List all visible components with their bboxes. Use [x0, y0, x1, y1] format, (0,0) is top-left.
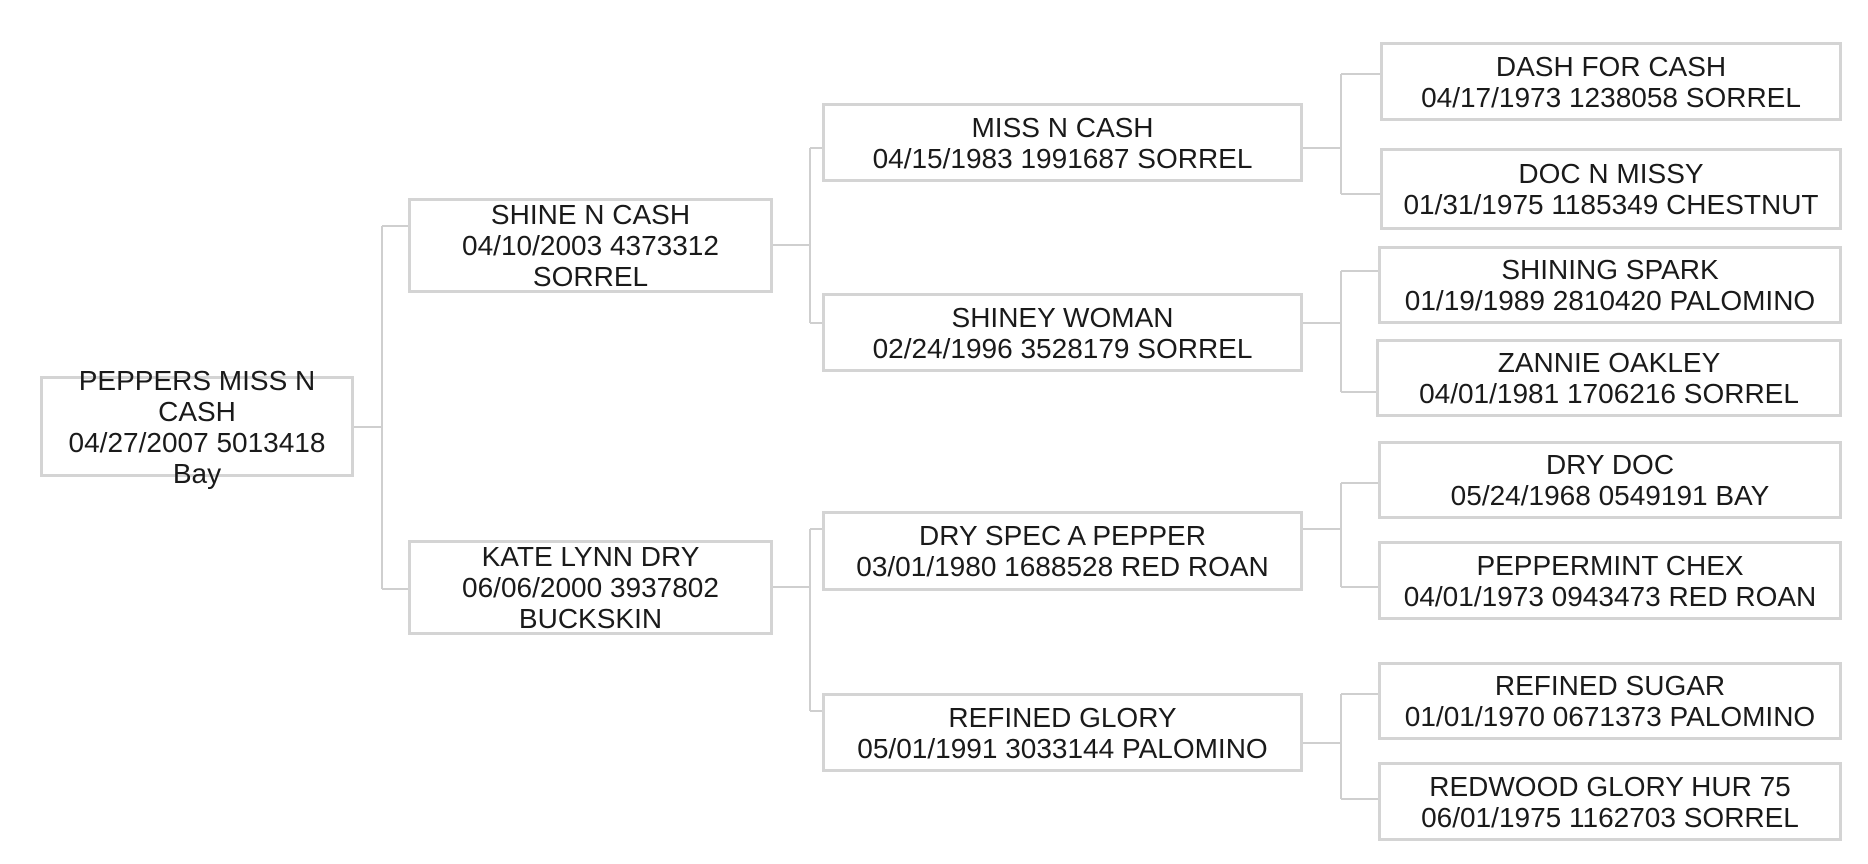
horse-details: 05/01/1991 3033144 PALOMINO	[857, 732, 1268, 764]
horse-box-sire[interactable]: SHINE N CASH 04/10/2003 4373312 SORREL	[408, 198, 773, 293]
horse-name: DOC N MISSY	[1518, 158, 1704, 189]
horse-name: DASH FOR CASH	[1495, 50, 1727, 82]
horse-details: 04/17/1973 1238058 SORREL	[1421, 81, 1801, 113]
horse-name: KATE LYNN DRY	[481, 541, 700, 572]
horse-box-sire-dam[interactable]: SHINEY WOMAN 02/24/1996 3528179 SORREL	[822, 293, 1303, 372]
horse-box-dam-sire-sire[interactable]: DRY DOC 05/24/1968 0549191 BAY	[1378, 441, 1842, 519]
horse-box-subject[interactable]: PEPPERS MISS N CASH 04/27/2007 5013418 B…	[40, 365, 354, 489]
connector-dam-dam	[1303, 693, 1378, 800]
horse-name: SHINE N CASH	[490, 199, 691, 230]
connector-sire	[773, 147, 822, 324]
horse-name: REFINED GLORY	[948, 701, 1177, 733]
horse-box-dam-sire[interactable]: DRY SPEC A PEPPER 03/01/1980 1688528 RED…	[822, 511, 1303, 591]
horse-details: 06/01/1975 1162703 SORREL	[1421, 801, 1799, 833]
horse-details: 04/27/2007 5013418 Bay	[68, 426, 326, 489]
horse-details: 01/01/1970 0671373 PALOMINO	[1404, 701, 1816, 732]
horse-details: 01/19/1989 2810420 PALOMINO	[1404, 285, 1816, 316]
connector-dam-sire	[1303, 482, 1378, 588]
horse-box-dam-dam-sire[interactable]: REFINED SUGAR 01/01/1970 0671373 PALOMIN…	[1378, 662, 1842, 740]
horse-name: PEPPERS MISS N CASH	[78, 364, 316, 427]
horse-name: PEPPERMINT CHEX	[1476, 549, 1744, 581]
horse-details: 04/01/1973 0943473 RED ROAN	[1403, 580, 1817, 612]
horse-details: 06/06/2000 3937802 BUCKSKIN	[462, 572, 719, 634]
horse-details: 04/01/1981 1706216 SORREL	[1419, 378, 1799, 409]
horse-box-sire-dam-dam[interactable]: ZANNIE OAKLEY 04/01/1981 1706216 SORREL	[1376, 339, 1842, 417]
horse-name: SHINEY WOMAN	[951, 301, 1174, 333]
horse-name: SHINING SPARK	[1501, 254, 1719, 285]
connector-sire-dam	[1303, 270, 1378, 393]
horse-box-sire-sire-sire[interactable]: DASH FOR CASH 04/17/1973 1238058 SORREL	[1380, 42, 1842, 121]
connector-subject	[354, 225, 408, 590]
horse-details: 05/24/1968 0549191 BAY	[1450, 480, 1770, 511]
horse-name: MISS N CASH	[971, 111, 1154, 143]
horse-box-dam[interactable]: KATE LYNN DRY 06/06/2000 3937802 BUCKSKI…	[408, 540, 773, 635]
connector-sire-sire	[1303, 73, 1380, 195]
horse-details: 04/15/1983 1991687 SORREL	[872, 142, 1253, 174]
horse-details: 03/01/1980 1688528 RED ROAN	[856, 551, 1269, 582]
horse-name: REDWOOD GLORY HUR 75	[1429, 770, 1791, 802]
horse-name: DRY DOC	[1545, 449, 1675, 480]
horse-box-dam-dam-dam[interactable]: REDWOOD GLORY HUR 75 06/01/1975 1162703 …	[1378, 762, 1842, 841]
connector-dam	[773, 528, 822, 712]
horse-box-sire-sire[interactable]: MISS N CASH 04/15/1983 1991687 SORREL	[822, 103, 1303, 182]
horse-name: DRY SPEC A PEPPER	[919, 520, 1206, 551]
horse-name: ZANNIE OAKLEY	[1497, 347, 1721, 378]
horse-box-dam-dam[interactable]: REFINED GLORY 05/01/1991 3033144 PALOMIN…	[822, 693, 1303, 772]
horse-details: 04/10/2003 4373312 SORREL	[462, 230, 719, 292]
horse-name: REFINED SUGAR	[1494, 670, 1726, 701]
horse-box-sire-dam-sire[interactable]: SHINING SPARK 01/19/1989 2810420 PALOMIN…	[1378, 246, 1842, 324]
horse-details: 01/31/1975 1185349 CHESTNUT	[1403, 189, 1819, 220]
horse-details: 02/24/1996 3528179 SORREL	[872, 332, 1253, 364]
horse-box-sire-sire-dam[interactable]: DOC N MISSY 01/31/1975 1185349 CHESTNUT	[1380, 148, 1842, 230]
horse-box-dam-sire-dam[interactable]: PEPPERMINT CHEX 04/01/1973 0943473 RED R…	[1378, 541, 1842, 620]
